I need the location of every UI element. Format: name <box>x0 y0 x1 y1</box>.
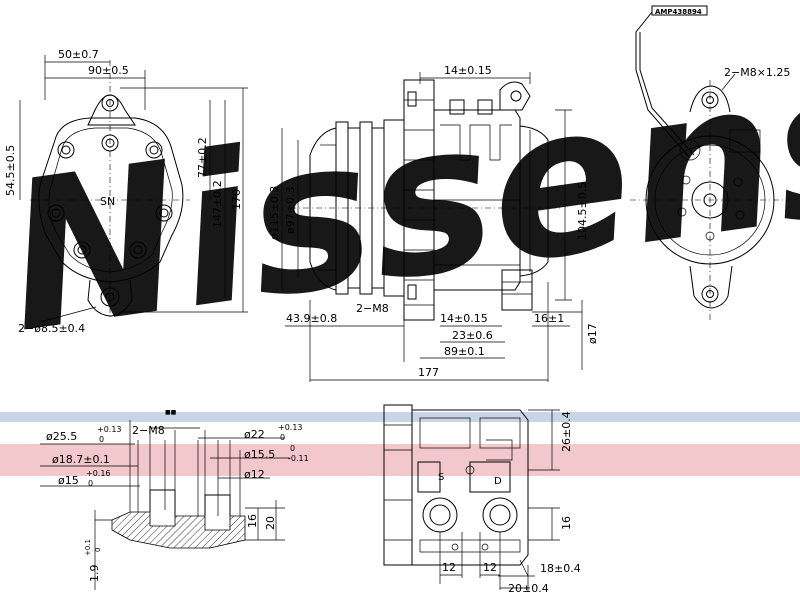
part-tag-text: AMP438894 <box>655 8 702 16</box>
dim-104: 104.5±0.5 <box>576 182 589 240</box>
port-d: D <box>494 476 502 487</box>
dim-90: 90±0.5 <box>88 64 129 77</box>
dim-12: ø12 <box>244 468 265 481</box>
dim-20: 20 <box>264 516 277 530</box>
dim-25-tol-top: +0.13 <box>97 425 122 434</box>
dim-23: 23±0.6 <box>452 329 493 342</box>
dim-16-top: 16 <box>560 516 573 530</box>
rear-view: AMP438894 2−M8×1.25 <box>630 5 790 320</box>
port-detail: ■■ ø25.5 +0.13 0 2−M8 ø2 <box>40 409 309 590</box>
thread-label: 2−M8×1.25 <box>724 66 790 79</box>
dim-12a: 12 <box>442 561 456 574</box>
front-view: 50±0.7 90±0.5 54.5±0.5 77±0.2 147±0.2 17… <box>4 48 248 335</box>
dim-89: 89±0.1 <box>444 345 485 358</box>
dim-77: 77±0.2 <box>196 137 209 178</box>
dim-170: 170 <box>230 189 243 210</box>
dim-16: 16±1 <box>534 312 564 325</box>
dim-m8: 2−M8 <box>132 424 165 437</box>
dim-22: ø22 <box>244 428 265 441</box>
dim-43: 43.9±0.8 <box>286 312 337 325</box>
flange-ribs <box>404 91 434 306</box>
dim-14-top: 14±0.15 <box>444 64 492 77</box>
center-label: SN <box>100 195 115 208</box>
dim-25-5: ø25.5 <box>46 430 77 443</box>
blue-band <box>0 412 800 422</box>
dim-15: ø15 <box>58 474 79 487</box>
detail-marker: ■■ <box>165 409 177 416</box>
dim-18: 18±0.4 <box>540 562 581 575</box>
dim-17: ø17 <box>586 323 599 344</box>
dim-25-tol-bot: 0 <box>99 435 104 444</box>
dim-54: 54.5±0.5 <box>4 145 17 196</box>
dim-22-tol-bot: 0 <box>280 433 285 442</box>
top-view: S D 26±0.4 16 18±0.4 12 12 20±0.4 <box>383 404 581 595</box>
mount-hole-label: 2−ø8.5±0.4 <box>18 322 85 335</box>
port-s: S <box>438 472 444 483</box>
dim-15-tol-top: +0.16 <box>86 469 111 478</box>
dim-14-bottom: 14±0.15 <box>440 312 488 325</box>
dim-26: 26±0.4 <box>560 411 573 452</box>
dim-20: 20±0.4 <box>508 582 549 595</box>
dim-15-5-tol-top: 0 <box>290 444 295 453</box>
dim-15-5-tol-bot: -0.11 <box>288 454 309 463</box>
dim-2m8: 2−M8 <box>356 302 389 315</box>
dim-177: 177 <box>418 366 439 379</box>
dim-147: 147±0.2 <box>211 180 224 228</box>
side-view: 14±0.15 ø115±0.3 ø97±0.3 104.5±0.5 43.9±… <box>268 64 599 382</box>
dim-18-7: ø18.7±0.1 <box>52 453 110 466</box>
dim-22-tol-top: +0.13 <box>278 423 303 432</box>
dim-15-tol-bot: 0 <box>88 479 93 488</box>
dim-115: ø115±0.3 <box>268 186 281 240</box>
part-tag <box>651 5 708 16</box>
dim-97: ø97±0.3 <box>284 187 297 234</box>
dim-15-5: ø15.5 <box>244 448 275 461</box>
dim-12b: 12 <box>483 561 497 574</box>
dim-16: 16 <box>246 514 259 528</box>
dim-1-9-tol-bot: 0 <box>94 548 102 552</box>
dim-1-9: 1.9 <box>88 565 101 583</box>
dim-1-9-tol-top: +0.1 <box>84 539 92 556</box>
dim-50: 50±0.7 <box>58 48 99 61</box>
pink-band <box>0 444 800 476</box>
